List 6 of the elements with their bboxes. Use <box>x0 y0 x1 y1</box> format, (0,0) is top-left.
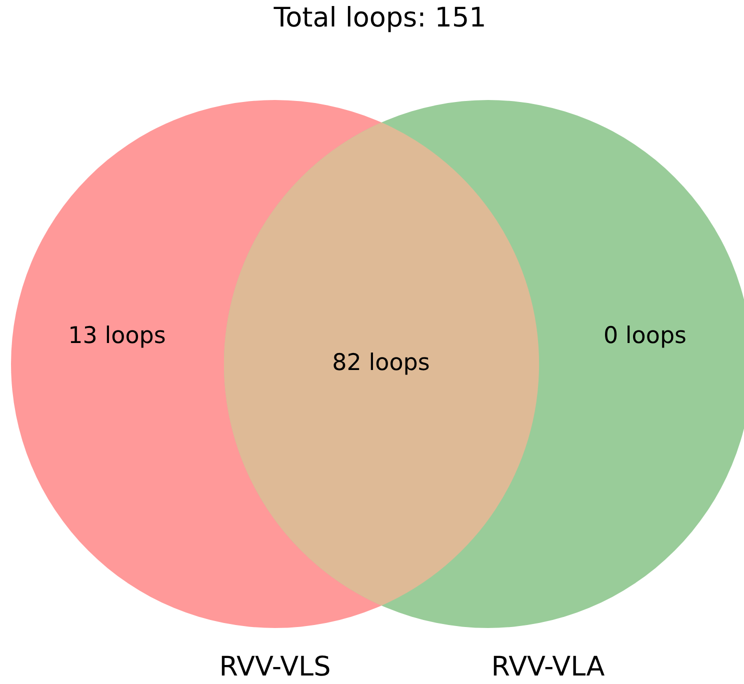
chart-title: Total loops: 151 <box>274 2 486 34</box>
set-label: RVV-VLA <box>491 652 605 682</box>
count-label: 82 loops <box>332 350 430 376</box>
count-label: 13 loops <box>68 323 166 349</box>
set-label: RVV-VLS <box>219 652 331 682</box>
count-label: 0 loops <box>603 323 687 349</box>
